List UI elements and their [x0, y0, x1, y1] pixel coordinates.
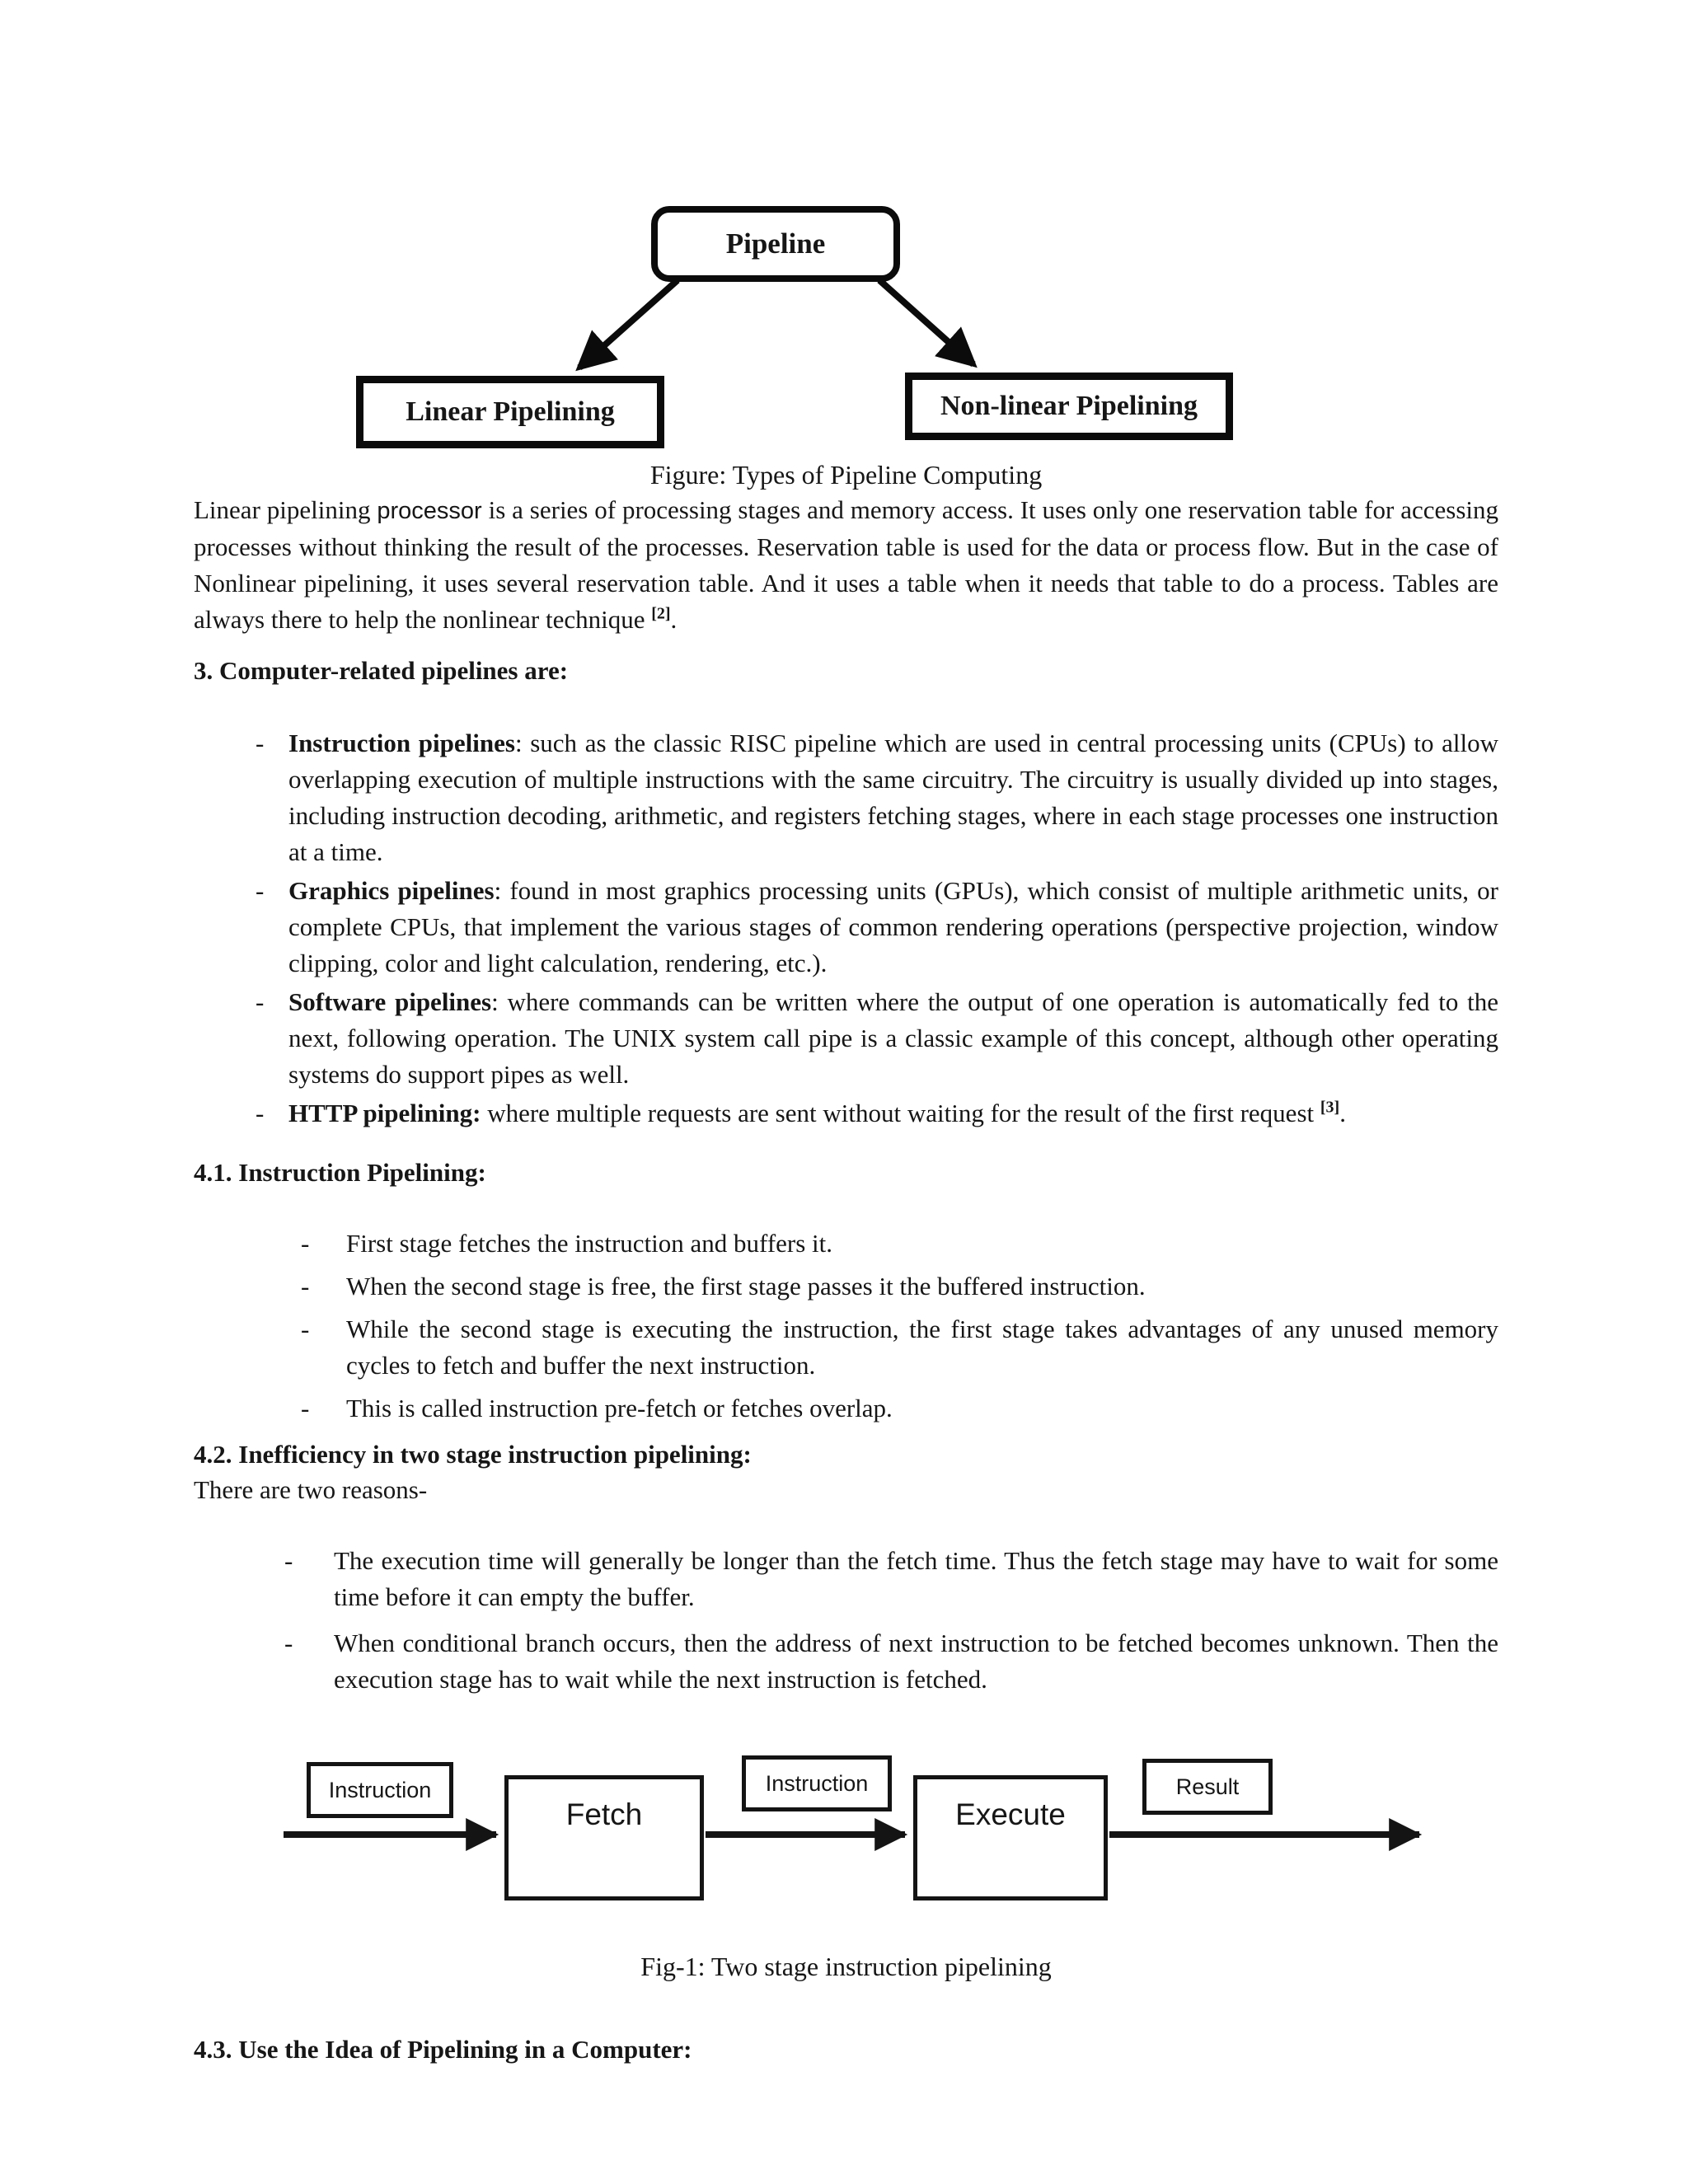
list-item: - First stage fetches the instruction an… [194, 1226, 1498, 1262]
section-41-list: - First stage fetches the instruction an… [194, 1226, 1498, 1427]
execute-stage-label: Execute [955, 1797, 1066, 1831]
instruction-mid-box: Instruction [742, 1755, 892, 1811]
bullet-dash: - [284, 1546, 293, 1575]
list-item-text: When conditional branch occurs, then the… [334, 1629, 1498, 1694]
item-lead: Software pipelines [288, 987, 492, 1016]
item-rest: : found in most graphics processing unit… [288, 876, 1498, 977]
linear-pipelining-label: Linear Pipelining [406, 396, 615, 427]
intro-tail: . [670, 605, 678, 634]
intro-sans-word: processor [377, 498, 482, 524]
citation-2: [2] [651, 604, 671, 623]
diagram-arrows [284, 1818, 1423, 1851]
bullet-dash: - [256, 729, 265, 757]
nonlinear-pipelining-node: Non-linear Pipelining [905, 373, 1233, 440]
intro-paragraph: Linear pipelining processor is a series … [194, 492, 1498, 638]
list-item-text: HTTP pipelining: where multiple requests… [288, 1095, 1498, 1132]
list-item: - While the second stage is executing th… [194, 1311, 1498, 1384]
fetch-stage-label: Fetch [565, 1797, 643, 1831]
two-stage-pipeline-diagram: Instruction Fetch Instruction Execute Re… [272, 1746, 1442, 1909]
citation-3: [3] [1320, 1098, 1340, 1117]
list-item-text: First stage fetches the instruction and … [346, 1229, 833, 1258]
list-item: - When conditional branch occurs, then t… [194, 1625, 1498, 1698]
result-output-box: Result [1142, 1759, 1273, 1815]
list-item: - The execution time will generally be l… [194, 1543, 1498, 1615]
list-item: - HTTP pipelining: where multiple reques… [194, 1095, 1498, 1132]
pipeline-node-label: Pipeline [725, 227, 826, 260]
execute-stage-box: Execute [913, 1775, 1108, 1900]
pipeline-node: Pipeline [651, 206, 900, 282]
instruction-input-box: Instruction [307, 1762, 453, 1818]
intro-rest: is a series of processing stages and mem… [194, 495, 1498, 634]
figure-1-caption: Fig-1: Two stage instruction pipelining [640, 1952, 1052, 1981]
bullet-dash: - [301, 1229, 310, 1258]
instruction-input-label: Instruction [328, 1777, 432, 1802]
figure-top-caption: Figure: Types of Pipeline Computing [649, 460, 1043, 490]
bullet-dash: - [284, 1629, 293, 1657]
section-41-heading: 4.1. Instruction Pipelining: [194, 1158, 486, 1187]
section-42-heading: 4.2. Inefficiency in two stage instructi… [194, 1440, 752, 1469]
intro-lead: Linear pipelining [194, 495, 377, 524]
list-item-text: Software pipelines: where commands can b… [288, 984, 1498, 1093]
diagram-arrows [575, 278, 978, 372]
item-rest: : where commands can be written where th… [288, 987, 1498, 1089]
item-lead: Instruction pipelines [288, 729, 515, 757]
list-item-text: Instruction pipelines: such as the class… [288, 725, 1498, 870]
bullet-dash: - [301, 1272, 310, 1301]
pipeline-types-diagram: Pipeline Linear Pipelining Non-linear Pi… [194, 198, 1498, 452]
fetch-stage-box: Fetch [504, 1775, 704, 1900]
section-3-heading: 3. Computer-related pipelines are: [194, 656, 569, 685]
page-content: Pipeline Linear Pipelining Non-linear Pi… [194, 198, 1498, 2064]
list-item-text: When the second stage is free, the first… [346, 1272, 1146, 1301]
section-3-list: - Instruction pipelines: such as the cla… [194, 725, 1498, 1132]
item-rest: : such as the classic RISC pipeline whic… [288, 729, 1498, 866]
linear-pipelining-node: Linear Pipelining [356, 376, 664, 448]
arrow-to-nonlinear-icon [877, 278, 978, 368]
list-item-text: This is called instruction pre-fetch or … [346, 1394, 893, 1422]
bullet-dash: - [256, 1099, 265, 1127]
instruction-mid-label: Instruction [765, 1770, 869, 1796]
bullet-dash: - [256, 876, 265, 905]
list-item: - Graphics pipelines: found in most grap… [194, 873, 1498, 982]
list-item-text: Graphics pipelines: found in most graphi… [288, 873, 1498, 982]
item-lead: Graphics pipelines [288, 876, 495, 905]
item-tail: . [1339, 1099, 1346, 1127]
bullet-dash: - [256, 987, 265, 1016]
list-item-text: While the second stage is executing the … [346, 1315, 1498, 1380]
list-item: - Software pipelines: where commands can… [194, 984, 1498, 1093]
item-rest: where multiple requests are sent without… [481, 1099, 1320, 1127]
list-item: - When the second stage is free, the fir… [194, 1268, 1498, 1305]
list-item-text: The execution time will generally be lon… [334, 1546, 1498, 1611]
arrow-to-linear-icon [575, 278, 680, 372]
section-42-list: - The execution time will generally be l… [194, 1543, 1498, 1698]
bullet-dash: - [301, 1315, 310, 1343]
item-lead: HTTP pipelining: [288, 1099, 481, 1127]
nonlinear-pipelining-label: Non-linear Pipelining [940, 391, 1198, 421]
section-43-heading: 4.3. Use the Idea of Pipelining in a Com… [194, 2035, 692, 2064]
result-output-label: Result [1175, 1774, 1240, 1799]
list-item: - Instruction pipelines: such as the cla… [194, 725, 1498, 870]
bullet-dash: - [301, 1394, 310, 1422]
section-42-subtext: There are two reasons- [194, 1475, 428, 1504]
list-item: - This is called instruction pre-fetch o… [194, 1390, 1498, 1427]
